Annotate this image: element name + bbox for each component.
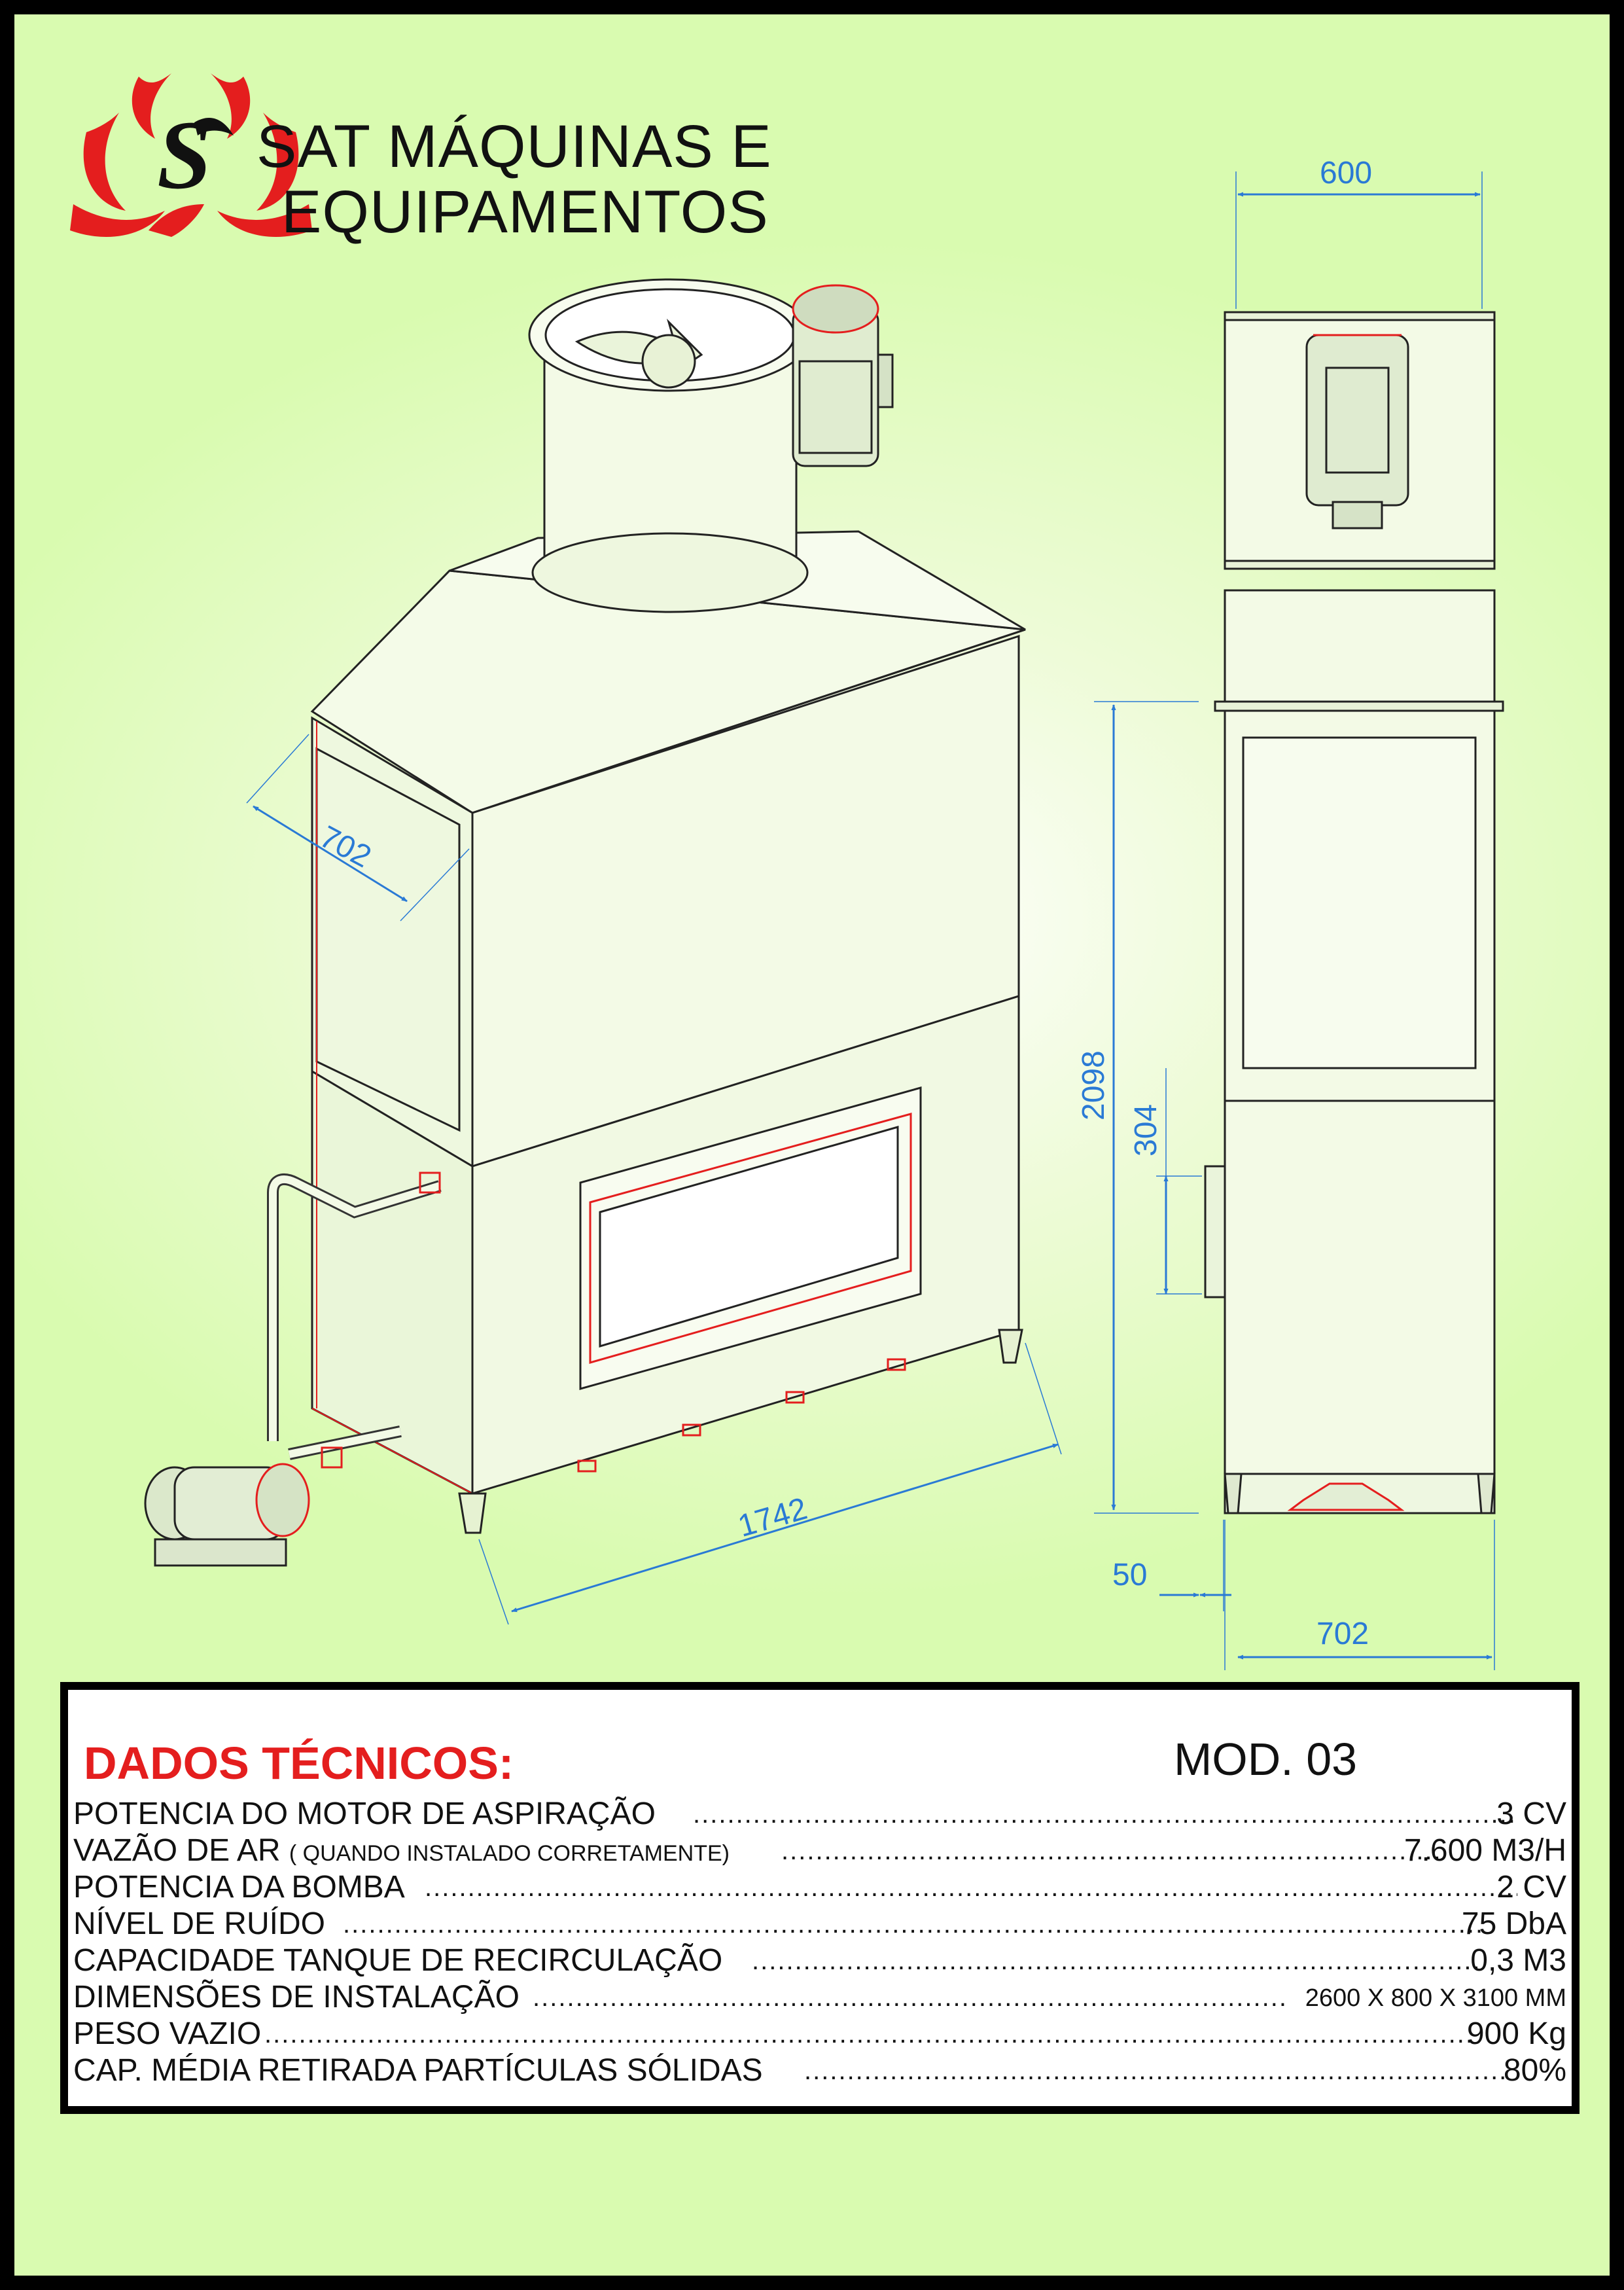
spec-value: 2 CV [1496, 1870, 1566, 1905]
brand-name-line2: EQUIPAMENTOS [281, 179, 769, 245]
spec-row: CAPACIDADE TANQUE DE RECIRCULAÇÃO ......… [73, 1943, 1566, 1978]
svg-text:S: S [157, 101, 211, 209]
spec-row: POTENCIA DO MOTOR DE ASPIRAÇÃO .........… [73, 1797, 1566, 1831]
spec-row: VAZÃO DE AR ( QUANDO INSTALADO CORRETAME… [73, 1833, 1566, 1868]
spec-value: 80% [1503, 2053, 1566, 2088]
spec-label: POTENCIA DO MOTOR DE ASPIRAÇÃO [73, 1797, 656, 1831]
dimension-lines [246, 171, 1495, 1670]
spec-label: VAZÃO DE AR [73, 1833, 281, 1868]
spec-value: 2600 X 800 X 3100 MM [1305, 1984, 1566, 2012]
spec-value: 75 DbA [1461, 1906, 1566, 1941]
dim-height: 2098 [1076, 1050, 1111, 1120]
brand-name-line1: SAT MÁQUINAS E [256, 113, 772, 180]
spec-row: PESO VAZIO .............................… [73, 2016, 1566, 2051]
dim-iso-length: 1742 [734, 1492, 811, 1544]
spec-label: DIMENSÕES DE INSTALAÇÃO [73, 1980, 520, 2014]
spec-value: 3 CV [1496, 1797, 1566, 1831]
spec-label: NÍVEL DE RUÍDO [73, 1906, 325, 1941]
side-view [1204, 311, 1504, 1514]
spec-label: CAPACIDADE TANQUE DE RECIRCULAÇÃO [73, 1943, 723, 1978]
spec-note: ( QUANDO INSTALADO CORRETAMENTE) [289, 1841, 730, 1866]
spec-row: CAP. MÉDIA RETIRADA PARTÍCULAS SÓLIDAS .… [73, 2053, 1566, 2088]
spec-label: PESO VAZIO [73, 2016, 262, 2051]
dim-side-width: 702 [1316, 1617, 1369, 1651]
isometric-view [310, 278, 1026, 1534]
spec-value: 900 Kg [1466, 2016, 1566, 2051]
spec-value: 7.600 M3/H [1403, 1833, 1566, 1868]
equipment-drawing: S [70, 73, 1504, 1670]
dim-window-height: 304 [1129, 1104, 1163, 1156]
spec-label: POTENCIA DA BOMBA [73, 1870, 405, 1905]
technical-data-panel: DADOS TÉCNICOS: MOD. 03 POTENCIA DO MOTO… [60, 1682, 1580, 2114]
spec-row: DIMENSÕES DE INSTALAÇÃO ................… [73, 1980, 1566, 2014]
spec-title: DADOS TÉCNICOS: [84, 1738, 514, 1789]
model-label: MOD. 03 [1174, 1734, 1358, 1785]
pump-assembly [144, 1172, 442, 1567]
dim-top-width: 600 [1320, 156, 1372, 190]
spec-row: POTENCIA DA BOMBA ......................… [73, 1870, 1566, 1905]
spec-label: CAP. MÉDIA RETIRADA PARTÍCULAS SÓLIDAS [73, 2053, 763, 2088]
dim-base-offset: 50 [1112, 1558, 1147, 1592]
spec-row: NÍVEL DE RUÍDO .........................… [73, 1906, 1566, 1941]
spec-value: 0,3 M3 [1470, 1943, 1566, 1978]
sat-logo-icon: S [70, 73, 312, 237]
